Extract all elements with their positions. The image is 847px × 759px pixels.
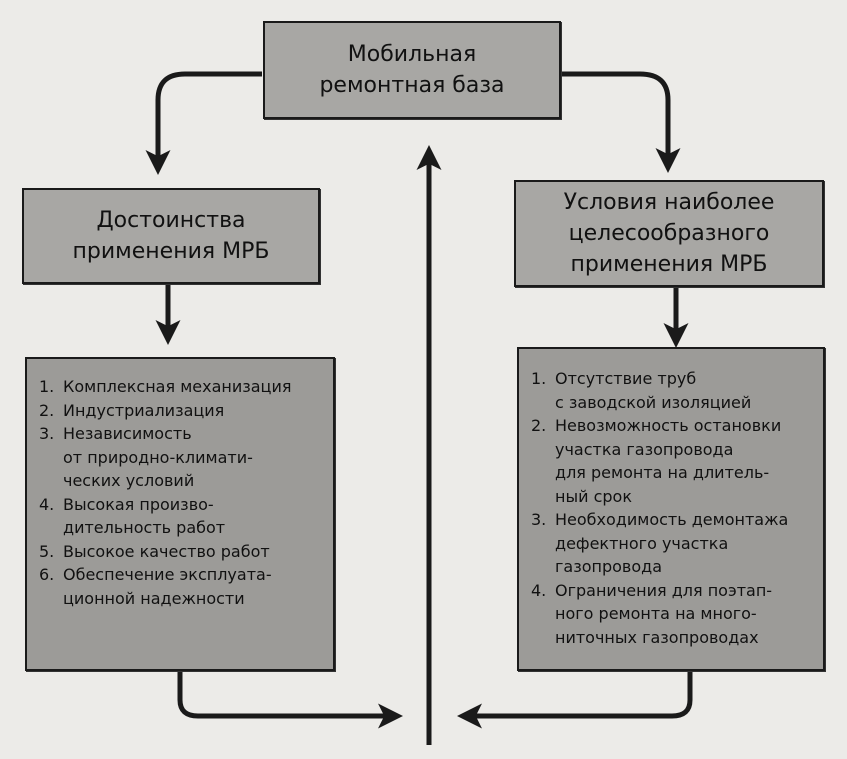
advantages-header-title: Достоинства применения МРБ [72, 208, 270, 264]
list-item: 2.Индустриализация [39, 400, 225, 420]
list-item: 4.Ограничения для поэтап- ного ремонта н… [531, 580, 773, 647]
conditions-header-title: Условия наиболее целесообразного примене… [563, 190, 775, 277]
advantages-list-box: 1.Комплексная механизация 2.Индустриализ… [25, 357, 335, 671]
arrow-top-to-right [560, 71, 681, 173]
arrow-left-list-to-junction [177, 670, 403, 729]
list-item: 4.Высокая произво- дительность работ [39, 494, 226, 538]
list-item: 6.Обеспечение эксплуата- ционной надежно… [39, 565, 272, 608]
list-item: 2.Невозможность остановки участка газопр… [531, 416, 782, 506]
conditions-list: 1.Отсутствие труб с заводской изоляцией … [531, 367, 815, 649]
conditions-list-box: 1.Отсутствие труб с заводской изоляцией … [517, 347, 825, 671]
conditions-header-box: Условия наиболее целесообразного примене… [514, 180, 824, 287]
list-item: 5.Высокое качество работ [39, 541, 270, 561]
arrow-top-to-left [145, 71, 262, 175]
advantages-header-box: Достоинства применения МРБ [22, 188, 320, 284]
arrow-right-list-to-junction [457, 670, 693, 729]
list-item: 3.Необходимость демонтажа дефектного уча… [531, 510, 789, 576]
list-item: 3.Независимость от природно-климати- чес… [39, 424, 253, 490]
list-item: 1.Комплексная механизация [39, 377, 292, 396]
list-item: 1.Отсутствие труб с заводской изоляцией [531, 369, 752, 412]
advantages-list: 1.Комплексная механизация 2.Индустриализ… [39, 375, 323, 610]
mobile-repair-base-box: Мобильная ремонтная база [263, 21, 561, 119]
mobile-repair-base-title: Мобильная ремонтная база [319, 42, 505, 98]
